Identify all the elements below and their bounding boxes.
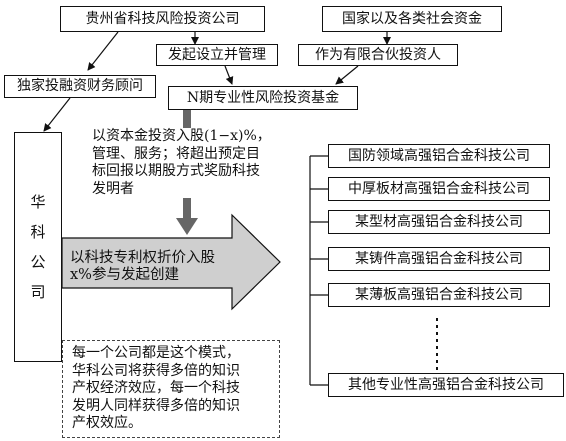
investment-note-line: 管理、服务；将超出预定目 (92, 145, 260, 162)
arrow-text-line: x%参与发起创建 (70, 267, 179, 283)
national-capital-label: 国家以及各类社会资金 (342, 10, 482, 27)
arrow-text-line: 以科技专利权折价入股 (70, 250, 215, 266)
investment-note: 以资本金投资入股(1−x)%， 管理、服务；将超出预定目 标回报以期股方式奖励科… (92, 128, 297, 198)
bottom-note-line: 发明人同样获得多倍的知识 (72, 397, 240, 414)
company-label: 国防领域高强铝合金科技公司 (348, 147, 530, 164)
other-company-box: 其他专业性高强铝合金科技公司 (328, 373, 564, 397)
bottom-note-line: 每一个公司都是这个模式， (72, 345, 240, 361)
gz-company-label: 贵州省科技风险投资公司 (85, 10, 240, 27)
company-label: 中厚板材高强铝合金科技公司 (348, 180, 530, 197)
company-box-4: 某铸件高强铝合金科技公司 (328, 247, 550, 271)
company-label: 某铸件高强铝合金科技公司 (355, 250, 523, 267)
company-box-1: 国防领域高强铝合金科技公司 (328, 144, 550, 168)
lp-to-fund-line (335, 65, 359, 85)
investment-note-line: 发明者 (92, 180, 134, 197)
bottom-note: 每一个公司都是这个模式， 华科公司将获得多倍的知识 产权经济效应，每一个科技 发… (72, 345, 277, 433)
initiate-to-fund-line (224, 65, 234, 85)
gz-to-advisor-line (87, 31, 119, 71)
initiate-manage-label: 发起设立并管理 (168, 46, 266, 63)
huake-char: 科 (30, 223, 46, 241)
fund-box: N期专业性风险投资基金 (168, 86, 358, 110)
limited-partner-box: 作为有限合伙投资人 (298, 44, 458, 66)
company-label: 某薄板高强铝合金科技公司 (355, 286, 523, 303)
exclusive-advisor-label: 独家投融资财务顾问 (17, 78, 143, 94)
arrow-text: 以科技专利权折价入股 x%参与发起创建 (70, 250, 215, 284)
national-capital-box: 国家以及各类社会资金 (322, 6, 502, 32)
bottom-note-line: 华科公司将获得多倍的知识 (72, 362, 240, 379)
limited-partner-label: 作为有限合伙投资人 (315, 46, 441, 63)
bottom-note-line: 产权效应。 (72, 415, 142, 431)
huake-char: 司 (30, 283, 46, 301)
huake-char: 华 (30, 193, 46, 211)
fund-down-thick-arrow-head (176, 218, 198, 235)
huake-char: 公 (30, 253, 46, 271)
advisor-to-huake-line (43, 97, 71, 132)
other-company-label: 其他专业性高强铝合金科技公司 (348, 376, 544, 393)
company-box-2: 中厚板材高强铝合金科技公司 (328, 177, 550, 201)
huake-company-box: 华 科 公 司 (14, 132, 62, 362)
company-box-5: 某薄板高强铝合金科技公司 (328, 283, 550, 307)
big-gray-arrow (61, 213, 281, 311)
company-label: 某型材高强铝合金科技公司 (355, 213, 523, 230)
gz-company-box: 贵州省科技风险投资公司 (60, 6, 265, 32)
fund-label: N期专业性风险投资基金 (186, 89, 340, 106)
initiate-manage-box: 发起设立并管理 (156, 44, 278, 66)
bottom-note-box (62, 340, 280, 438)
exclusive-advisor-box: 独家投融资财务顾问 (4, 75, 156, 98)
bottom-note-line: 产权经济效应，每一个科技 (72, 380, 240, 396)
investment-note-line: 标回报以期股方式奖励科技 (92, 163, 260, 179)
company-box-3: 某型材高强铝合金科技公司 (328, 210, 550, 234)
investment-note-line: 以资本金投资入股(1−x)%， (92, 128, 271, 144)
